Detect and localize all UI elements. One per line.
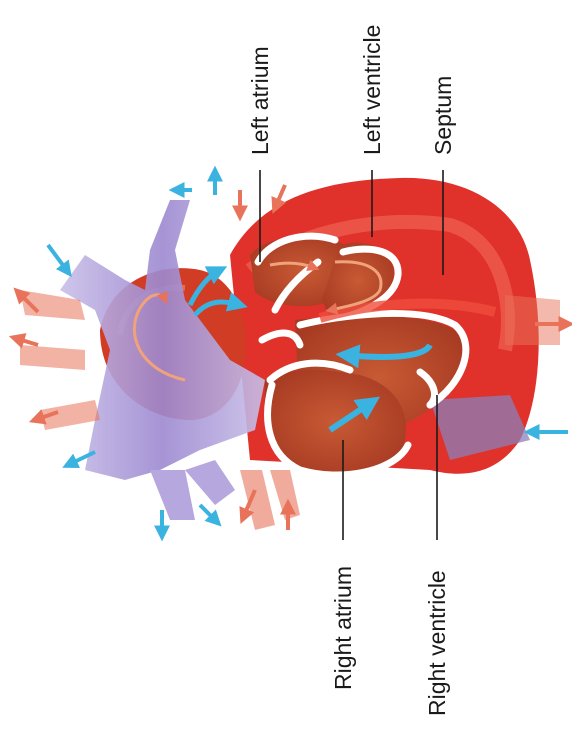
label-right-atrium: Right atrium	[330, 566, 356, 690]
label-septum: Septum	[430, 76, 456, 155]
label-left-ventricle: Left ventricle	[359, 25, 385, 155]
label-right-ventricle: Right ventricle	[424, 570, 450, 716]
label-left-atrium: Left atrium	[247, 46, 273, 155]
